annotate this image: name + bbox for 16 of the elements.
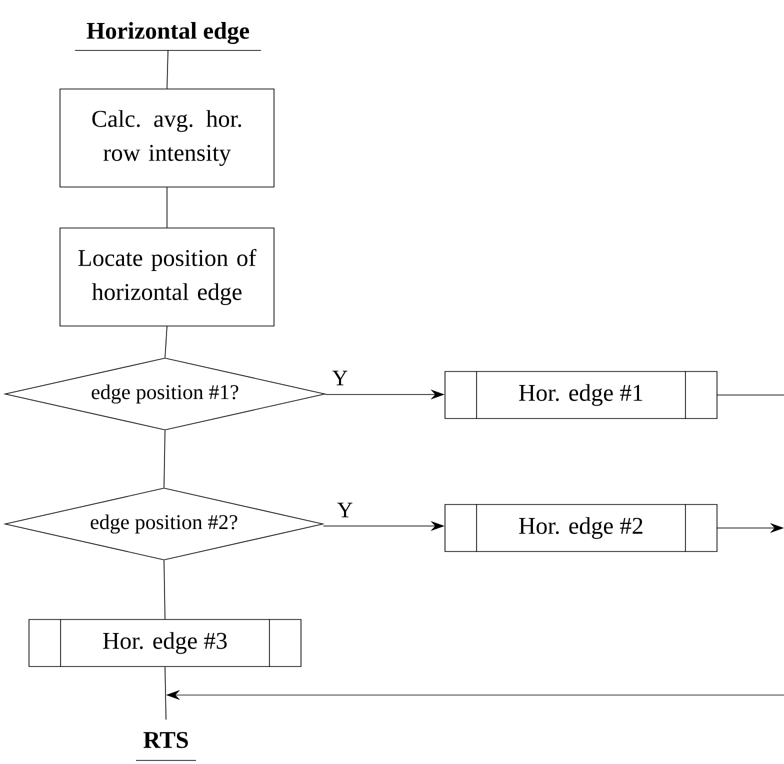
subroutine-box: Hor. edge #1	[444, 370, 718, 420]
connector-line	[164, 430, 166, 488]
edge-label: Y	[331, 370, 349, 386]
process-box: Locate position of horizontal edge	[60, 228, 274, 326]
connector-line	[717, 394, 784, 396]
terminal-label: RTS	[136, 732, 196, 761]
terminal-label: Horizontal edge	[74, 22, 262, 51]
connector-line	[164, 560, 166, 620]
subroutine-box: Hor. edge #3	[28, 618, 302, 668]
subroutine-box: Hor. edge #2	[444, 504, 718, 552]
connector-line	[166, 187, 168, 228]
connector-line	[164, 666, 166, 720]
process-box: Calc. avg. hor. row intensity	[60, 88, 274, 188]
edge-label: Y	[336, 502, 354, 518]
connector-line	[164, 326, 168, 358]
connector-line	[166, 50, 168, 89]
